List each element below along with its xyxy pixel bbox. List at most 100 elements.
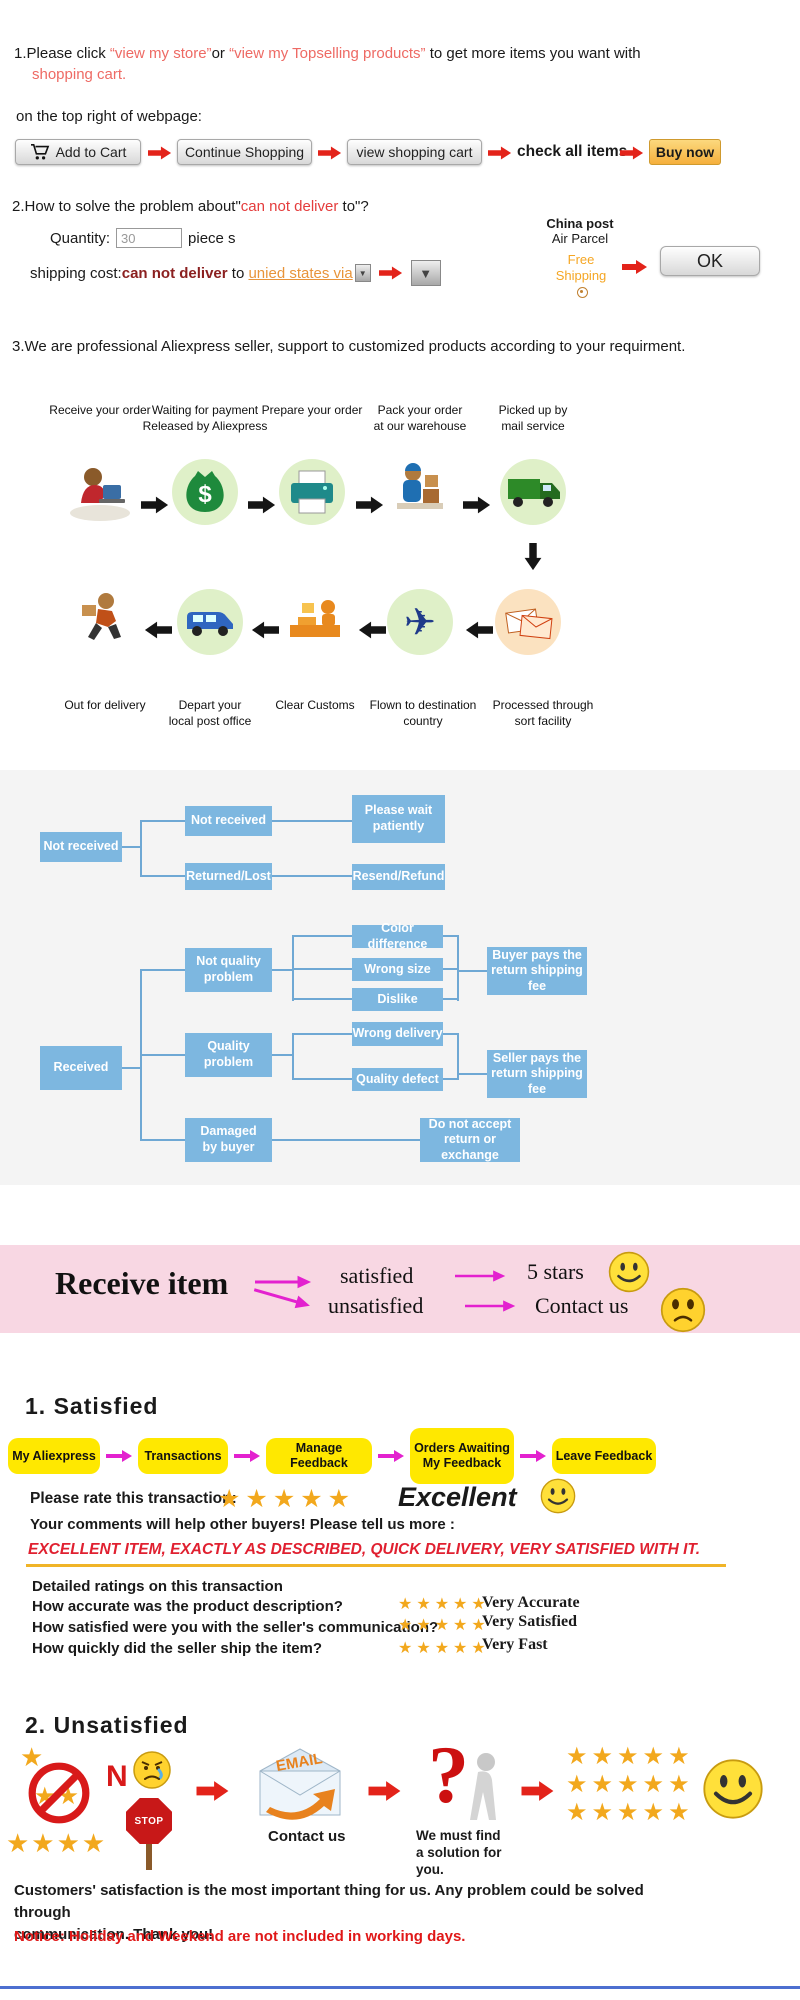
topselling-link[interactable]: “view my Topselling products” [229, 45, 426, 62]
rating-question: How satisfied were you with the seller's… [32, 1619, 439, 1636]
svg-text:$: $ [198, 481, 212, 508]
deliver-heading-red: can not deliver [240, 198, 339, 215]
arrow-right-icon [488, 145, 512, 161]
arrow-left-icon [465, 620, 493, 640]
add-to-cart-button[interactable]: Add to Cart [15, 139, 141, 165]
arrow-right-icon [378, 1449, 404, 1463]
rating-answer: Very Satisfied [482, 1613, 577, 1630]
nav-my-aliexpress[interactable]: My Aliexpress [8, 1438, 100, 1474]
quantity-label: Quantity: [50, 229, 111, 247]
nav-manage-feedback[interactable]: Manage Feedback [266, 1438, 372, 1474]
flow-box-wrong-size: Wrong size [352, 958, 443, 981]
arrow-right-icon [148, 145, 172, 161]
nav-orders-awaiting[interactable]: Orders Awaiting My Feedback [410, 1428, 514, 1484]
arrow-right-icon [620, 145, 644, 161]
intro-line-1: 1.Please click “view my store”or “view m… [14, 45, 764, 62]
quantity-unit: piece s [188, 229, 236, 247]
rating-stars[interactable]: ★★★★★ [398, 1617, 490, 1634]
ok-button[interactable]: OK [660, 246, 760, 276]
cart-icon [30, 143, 50, 161]
flow-box-quality-problem: Quality problem [185, 1033, 272, 1077]
flow-box-wait: Please wait patiently [352, 795, 445, 843]
arrow-left-icon [144, 620, 172, 640]
stop-sign-icon: STOP [126, 1798, 172, 1870]
view-shopping-cart-button[interactable]: view shopping cart [347, 139, 482, 165]
footer-text: Customers' satisfaction is the most impo… [14, 1882, 644, 1943]
stop-sign-label: STOP [134, 1815, 164, 1827]
question-mark-figure-icon: ? [420, 1729, 515, 1828]
free-shipping-radio[interactable] [577, 287, 588, 298]
arrow-right-icon [318, 145, 342, 161]
rating-question: How accurate was the product description… [32, 1598, 343, 1615]
flow-box-not-received-root: Not received [40, 832, 122, 862]
flow-box-no-return: Do not accept return or exchange [420, 1117, 520, 1162]
crying-smiley-icon [132, 1750, 172, 1794]
deliver-heading-suffix: to"? [338, 198, 369, 215]
detail-ratings-heading: Detailed ratings on this transaction [32, 1578, 283, 1595]
star-icons: ★★★★★ [566, 1799, 694, 1826]
intro-suffix: to get more items you want with [425, 45, 641, 62]
n-letter: N [106, 1760, 128, 1793]
star-icons: ★★★★★ [566, 1771, 694, 1798]
solution-text: We must find a solution for you. [416, 1828, 502, 1877]
sorted-mail-icon [491, 585, 565, 659]
receive-item-banner: Receive item satisfied unsatisfied 5 sta… [0, 1245, 800, 1333]
star-icons: ★★★★★ [566, 1743, 694, 1770]
flow-box-seller-pays: Seller pays the return shipping fee [487, 1050, 587, 1098]
china-post-line1: China post [546, 216, 614, 231]
china-post-line2: Air Parcel [551, 231, 609, 246]
review-underline [26, 1564, 726, 1567]
arrow-right-icon [362, 1780, 408, 1802]
dropdown-caret-icon: ▼ [358, 268, 367, 278]
arrow-right-icon [378, 265, 403, 281]
arrow-right-icon [106, 1449, 132, 1463]
arrow-left-icon [358, 620, 386, 640]
satisfied-heading: 1. Satisfied [25, 1393, 159, 1419]
country-link[interactable]: unied states via [248, 264, 353, 282]
flow-box-color-difference: Color difference [352, 921, 443, 951]
happy-smiley-icon [540, 1478, 576, 1518]
comments-hint: Your comments will help other buyers! Pl… [30, 1516, 455, 1533]
buy-now-button[interactable]: Buy now [649, 139, 721, 165]
person-computer-icon [63, 455, 137, 529]
contact-us-text: Contact us [535, 1293, 629, 1318]
step-label: Flown to destination country [369, 698, 477, 728]
ok-label: OK [696, 250, 723, 271]
country-dropdown-button[interactable]: ▼ [354, 264, 371, 282]
rating-stars[interactable]: ★★★★★ [398, 1596, 490, 1613]
receive-item-title: Receive item [55, 1265, 229, 1301]
rating-stars[interactable]: ★★★★★ [218, 1485, 356, 1513]
happy-smiley-icon [608, 1251, 650, 1297]
flow-box-quality-defect: Quality defect [352, 1068, 443, 1091]
china-post-block: China post Air Parcel [525, 216, 635, 246]
step-label: Picked up by mail service [498, 403, 568, 433]
svg-text:✈: ✈ [404, 600, 436, 644]
arrow-right-icon [141, 495, 169, 515]
bottom-divider [0, 1986, 800, 1989]
step-label: Prepare your order [261, 403, 363, 417]
rate-label: Please rate this transaction: [30, 1490, 237, 1507]
step-label: Receive your order [49, 403, 151, 417]
customs-icon [278, 585, 352, 659]
arrow-right-icon [252, 1283, 314, 1313]
nav-leave-feedback[interactable]: Leave Feedback [552, 1438, 656, 1474]
svg-text:?: ? [428, 1732, 469, 1820]
review-example-text: EXCELLENT ITEM, EXACTLY AS DESCRIBED, QU… [28, 1541, 701, 1558]
step-label: Out for delivery [64, 698, 146, 712]
continue-shopping-button[interactable]: Continue Shopping [177, 139, 312, 165]
step-label: Waiting for payment Released by Aliexpre… [142, 403, 268, 433]
arrow-right-icon [356, 495, 384, 515]
arrow-right-icon [455, 1269, 507, 1283]
nav-transactions[interactable]: Transactions [138, 1438, 228, 1474]
shipping-dropdown-button[interactable]: ▼ [410, 260, 441, 286]
rating-answer: Very Fast [482, 1636, 548, 1653]
unsatisfied-heading: 2. Unsatisfied [25, 1712, 189, 1738]
arrow-right-icon [248, 495, 276, 515]
quantity-input[interactable] [116, 228, 183, 248]
contact-us-label: Contact us [268, 1828, 346, 1845]
view-my-store-link[interactable]: “view my store” [109, 45, 212, 62]
five-stars-text: 5 stars [527, 1259, 584, 1284]
printer-icon [275, 455, 349, 529]
rating-stars[interactable]: ★★★★★ [398, 1640, 490, 1657]
